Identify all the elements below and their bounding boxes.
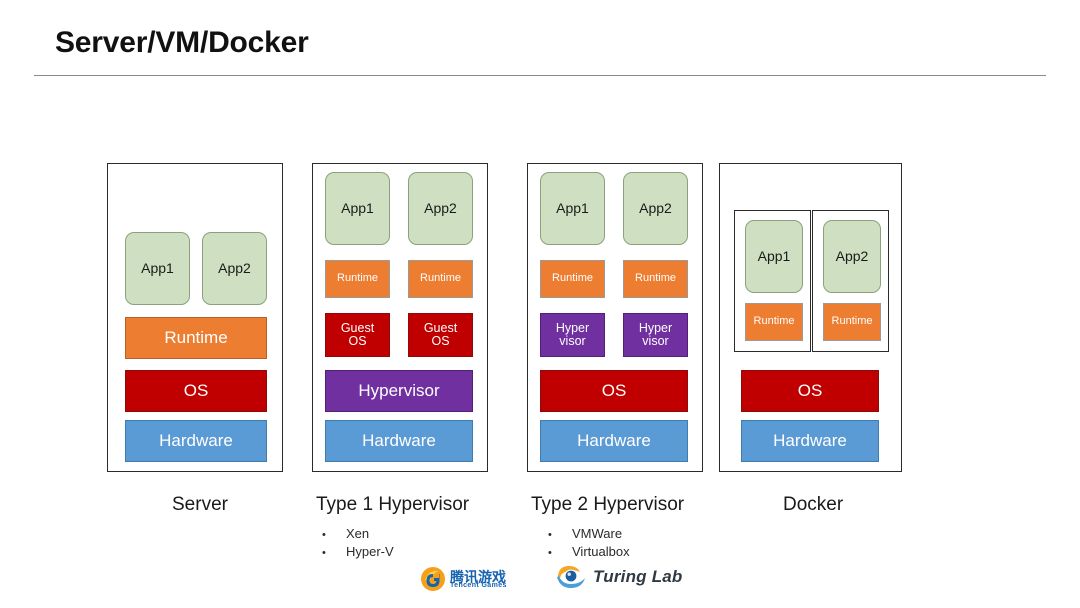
type2-hypervisor1-block: Hyper visor [540, 313, 605, 357]
tencent-games-name-cn: 腾讯游戏 [450, 568, 506, 585]
type1-guestos1-block: Guest OS [325, 313, 390, 357]
bullet-item: • Xen [322, 526, 394, 541]
bullet-marker-icon: • [548, 547, 552, 559]
docker-app1-block: App1 [745, 220, 803, 293]
diagram-area: App1 App2 Runtime OS Hardware App1 App2 … [0, 163, 1080, 473]
type1-guestos2-line2: OS [431, 334, 450, 348]
type2-hypervisor2-block: Hyper visor [623, 313, 688, 357]
type1-guestos2-block: Guest OS [408, 313, 473, 357]
turing-lab-logo-icon [556, 564, 586, 590]
type1-app2-block: App2 [408, 172, 473, 245]
bullet-marker-icon: • [322, 547, 326, 559]
type2-runtime1-block: Runtime [540, 260, 605, 298]
type1-runtime1-block: Runtime [325, 260, 390, 298]
bullet-marker-icon: • [322, 529, 326, 541]
column-type1-hypervisor: App1 App2 Runtime Runtime Guest OS Guest… [312, 163, 488, 472]
tencent-games-name-en: Tencent Games [450, 581, 507, 589]
bullet-label: VMWare [572, 526, 623, 541]
tencent-games-wordmark: 腾讯游戏 Tencent Games [450, 570, 507, 589]
tencent-games-logo-icon [420, 566, 446, 592]
bullet-item: • VMWare [548, 526, 630, 541]
type2-hypervisor1-line1: Hyper [555, 321, 590, 335]
bullet-marker-icon: • [548, 529, 552, 541]
bullets-type2: • VMWare • Virtualbox [548, 526, 630, 562]
docker-container1-frame: App1 Runtime [734, 210, 811, 352]
bullet-label: Xen [346, 526, 370, 541]
docker-container2-frame: App2 Runtime [812, 210, 889, 352]
server-app2-block: App2 [202, 232, 267, 305]
type2-hypervisor2-line2: visor [642, 334, 669, 348]
type2-hypervisor1-line2: visor [559, 334, 586, 348]
tencent-games-logo: 腾讯游戏 Tencent Games [420, 566, 507, 592]
server-hardware-block: Hardware [125, 420, 267, 462]
page-title: Server/VM/Docker [55, 26, 309, 59]
type2-app2-block: App2 [623, 172, 688, 245]
bullet-item: • Virtualbox [548, 544, 630, 559]
caption-type2-hypervisor: Type 2 Hypervisor [531, 494, 685, 515]
column-server: App1 App2 Runtime OS Hardware [107, 163, 283, 472]
type1-hardware-block: Hardware [325, 420, 473, 462]
type1-app1-block: App1 [325, 172, 390, 245]
type1-hypervisor-block: Hypervisor [325, 370, 473, 412]
docker-runtime1-block: Runtime [745, 303, 803, 341]
docker-os-block: OS [741, 370, 879, 412]
column-docker: App1 Runtime App2 Runtime OS Hardware [719, 163, 902, 472]
title-divider [34, 75, 1046, 76]
type1-guestos1-line1: Guest [340, 321, 375, 335]
bullets-type1: • Xen • Hyper-V [322, 526, 394, 562]
docker-hardware-block: Hardware [741, 420, 879, 462]
server-os-block: OS [125, 370, 267, 412]
caption-server: Server [172, 494, 228, 515]
type2-os-block: OS [540, 370, 688, 412]
type2-hardware-block: Hardware [540, 420, 688, 462]
caption-type1-hypervisor: Type 1 Hypervisor [316, 494, 470, 515]
bullet-item: • Hyper-V [322, 544, 394, 559]
type1-guestos2-line1: Guest [423, 321, 458, 335]
type2-hypervisor2-line1: Hyper [638, 321, 673, 335]
type1-runtime2-block: Runtime [408, 260, 473, 298]
bullet-label: Virtualbox [572, 544, 630, 559]
caption-docker: Docker [783, 494, 844, 515]
turing-lab-logo: Turing Lab [556, 564, 683, 590]
server-runtime-block: Runtime [125, 317, 267, 359]
docker-runtime2-block: Runtime [823, 303, 881, 341]
type2-app1-block: App1 [540, 172, 605, 245]
column-type2-hypervisor: App1 App2 Runtime Runtime Hyper visor Hy… [527, 163, 703, 472]
server-app1-block: App1 [125, 232, 190, 305]
docker-app2-block: App2 [823, 220, 881, 293]
type2-runtime2-block: Runtime [623, 260, 688, 298]
type1-guestos1-line2: OS [348, 334, 367, 348]
bullet-label: Hyper-V [346, 544, 394, 559]
turing-lab-name: Turing Lab [593, 567, 683, 586]
